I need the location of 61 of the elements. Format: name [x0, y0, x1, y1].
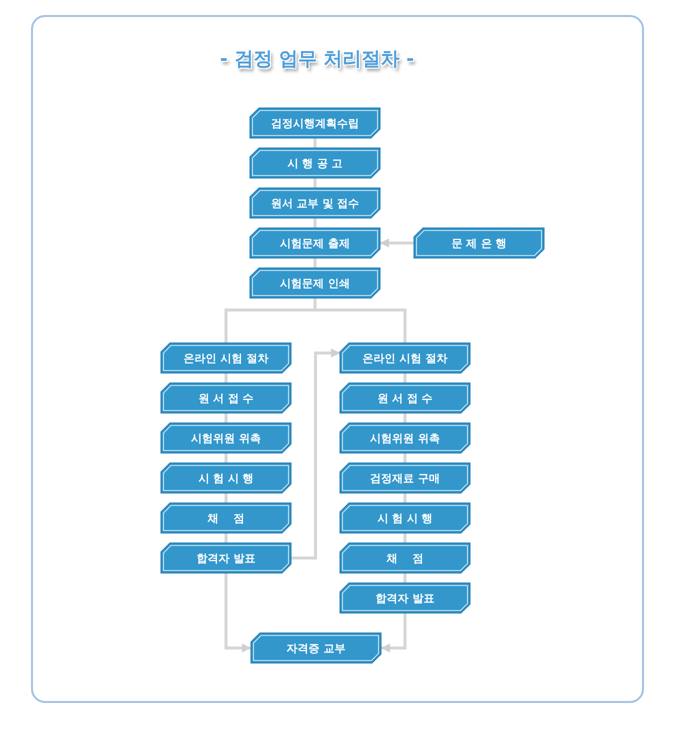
connector-line	[224, 373, 228, 383]
process-box	[340, 503, 470, 533]
process-box	[250, 228, 380, 258]
process-box	[161, 503, 291, 533]
process-box	[340, 343, 470, 373]
step-label: 채 점	[386, 552, 424, 564]
step-label: 원 서 접 수	[198, 392, 254, 404]
connector-arrow	[380, 238, 414, 248]
process-box	[161, 383, 291, 413]
step-label: 시험문제 출제	[280, 236, 350, 250]
step-label: 온라인 시험 절차	[362, 352, 448, 364]
connector-line	[224, 493, 228, 503]
process-box	[161, 463, 291, 493]
process-box	[250, 148, 380, 178]
connector-arrow	[381, 613, 406, 652]
step-label: 시 행 공 고	[287, 156, 343, 170]
step-label: 시험위원 위촉	[191, 432, 261, 444]
step-label: 시험위원 위촉	[370, 432, 440, 444]
step-label: 채 점	[207, 512, 245, 524]
connector-line	[314, 138, 316, 148]
process-box	[340, 583, 470, 613]
process-box	[250, 108, 380, 138]
step-label: 검정시행계획수립	[271, 116, 359, 130]
connector-line	[224, 413, 228, 423]
process-box	[250, 268, 380, 298]
step-label: 합격자 발표	[196, 552, 256, 564]
process-box	[340, 463, 470, 493]
connector-line	[404, 533, 406, 543]
diagram-title: - 검정 업무 처리절차 -	[220, 47, 414, 72]
process-box	[161, 543, 291, 573]
step-label: 합격자 발표	[376, 592, 434, 604]
process-box	[161, 343, 291, 373]
step-label: 시 험 시 행	[198, 472, 254, 484]
step-label: 원서 교부 및 접수	[270, 196, 360, 210]
step-label: 문 제 은 행	[451, 236, 507, 250]
connector-line	[314, 258, 316, 268]
connector-line	[404, 573, 406, 583]
step-label: 자격증 교부	[286, 642, 346, 654]
connector-line	[404, 453, 406, 463]
process-box	[161, 423, 291, 453]
connector-line	[314, 178, 316, 188]
process-box	[340, 543, 470, 573]
process-box	[340, 383, 470, 413]
connector-arrow	[224, 573, 251, 652]
process-box	[340, 423, 470, 453]
process-box	[250, 188, 380, 218]
step-label: 시험문제 인쇄	[280, 276, 350, 290]
connector-arrow	[291, 348, 340, 560]
step-label: 검정재료 구매	[370, 472, 440, 484]
step-label: 시 험 시 행	[377, 512, 433, 524]
connector-line	[314, 218, 316, 228]
connector-line	[404, 373, 406, 383]
process-box	[251, 633, 381, 663]
connector-line	[404, 413, 406, 423]
step-label: 원 서 접 수	[377, 392, 433, 404]
connector-line	[224, 453, 228, 463]
step-label: 온라인 시험 절차	[184, 352, 268, 364]
connector-line	[314, 298, 406, 343]
connector-line	[224, 533, 228, 543]
connector-line	[404, 493, 406, 503]
process-box	[414, 228, 544, 258]
